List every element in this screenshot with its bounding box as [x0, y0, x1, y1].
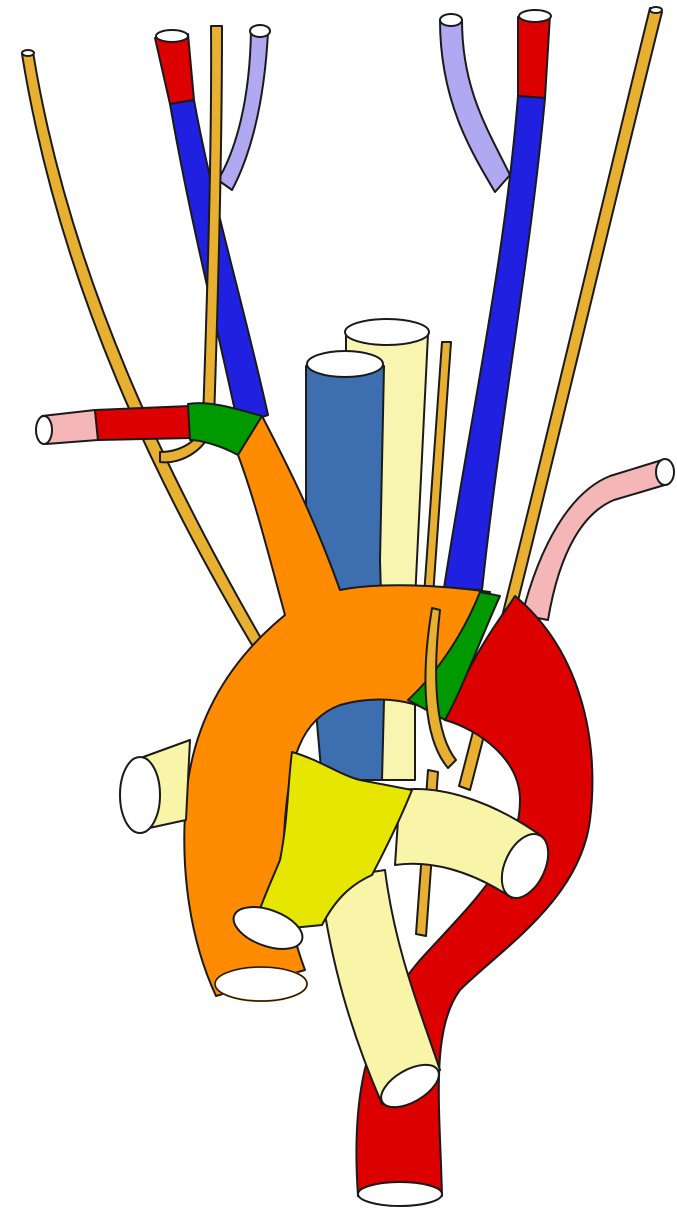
trachea-opening — [345, 319, 429, 345]
left-vagus-nerve-end — [650, 7, 662, 13]
right-internal-carotid-opening — [156, 30, 188, 42]
right-external-carotid-artery — [218, 30, 268, 190]
right-subclavian-middle — [95, 406, 192, 440]
right-subclavian-opening — [36, 416, 52, 444]
right-external-carotid-opening — [250, 25, 270, 37]
right-pulmonary-opening — [120, 757, 160, 833]
right-internal-carotid-tip — [155, 34, 194, 104]
left-internal-carotid-opening — [519, 10, 551, 22]
left-subclavian-opening — [656, 459, 674, 485]
descending-aorta-opening — [358, 1182, 442, 1206]
left-external-carotid-opening — [440, 14, 462, 26]
left-external-carotid-artery — [440, 20, 510, 192]
superior-vena-cava-opening — [307, 351, 383, 377]
right-vagus-nerve-end — [22, 50, 34, 56]
left-internal-carotid-tip — [518, 15, 550, 98]
